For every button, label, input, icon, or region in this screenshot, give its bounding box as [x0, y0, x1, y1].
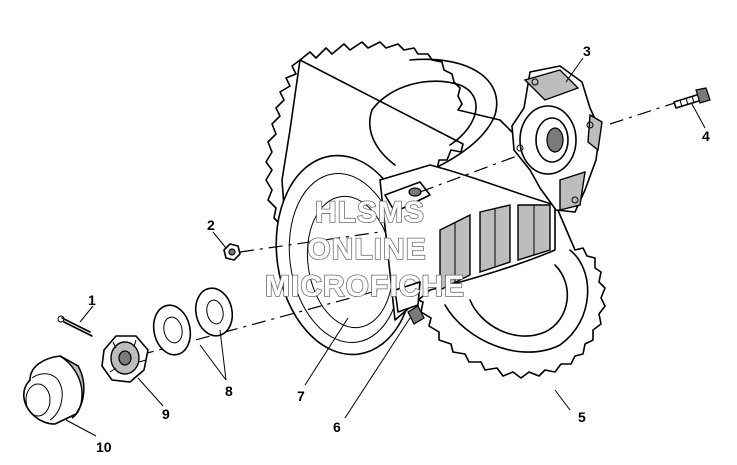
hub-nut-small [223, 243, 241, 261]
cotter-pin [57, 315, 93, 337]
callout-7: 7 [297, 388, 305, 404]
callout-4: 4 [702, 128, 710, 144]
hub-bolt [673, 87, 711, 109]
callout-1: 1 [88, 292, 96, 308]
callout-3: 3 [583, 43, 591, 59]
watermark-line-2: ONLINE [307, 233, 426, 266]
wheel-rim [275, 154, 556, 356]
valve-stem [407, 305, 425, 325]
castle-nut [101, 335, 149, 383]
callout-2: 2 [207, 217, 215, 233]
washers [152, 287, 234, 356]
leader-lines [65, 57, 706, 437]
watermark: HLSMS ONLINE MICROFICHE [264, 195, 465, 304]
callout-6: 6 [333, 419, 341, 435]
watermark-line-3: MICROFICHE [265, 270, 465, 303]
callout-10: 10 [96, 439, 112, 455]
callout-8: 8 [225, 383, 233, 399]
callout-9: 9 [162, 406, 170, 422]
watermark-line-1: HLSMS [315, 196, 425, 229]
callout-5: 5 [578, 409, 586, 425]
hub-cap [23, 355, 85, 425]
wheel-hub [511, 65, 603, 213]
callout-labels: 1 2 3 4 5 6 7 8 9 10 [88, 43, 710, 455]
